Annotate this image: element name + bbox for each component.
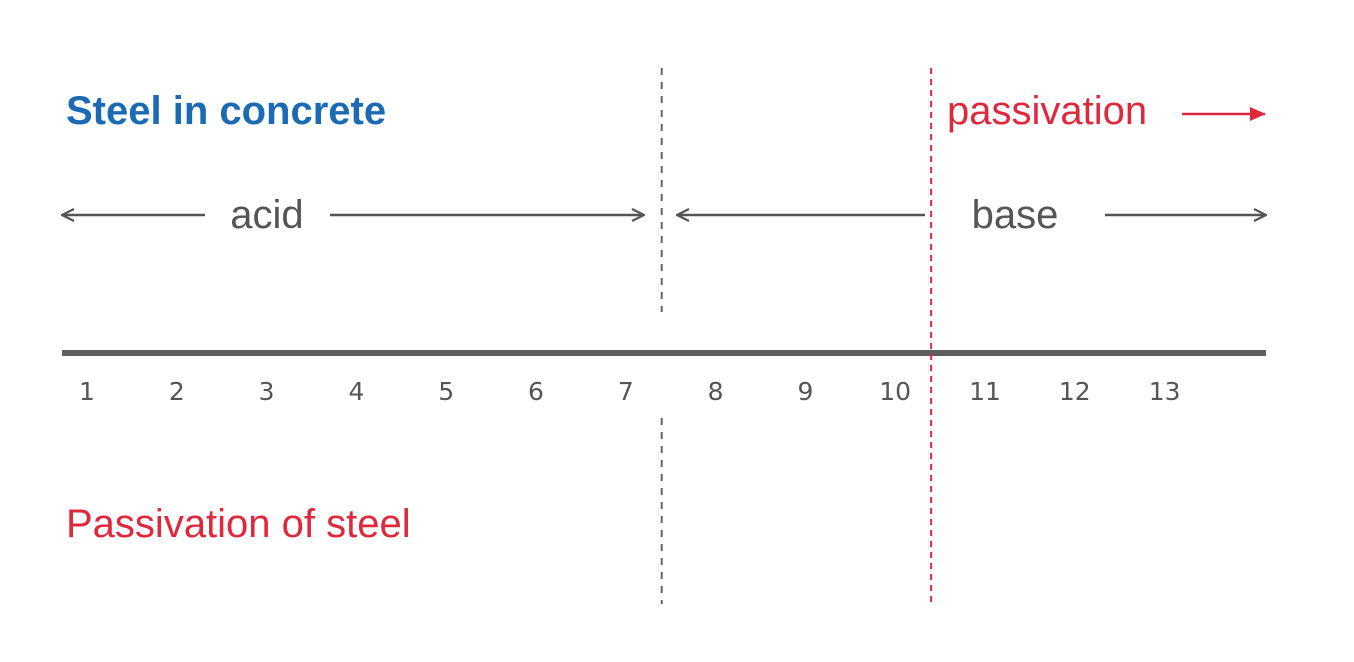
ph-tick-label: 9 xyxy=(797,377,813,406)
ph-tick-label: 13 xyxy=(1149,377,1181,406)
ph-tick-label: 2 xyxy=(169,377,185,406)
base-label: base xyxy=(972,193,1059,237)
ph-tick-label: 8 xyxy=(708,377,724,406)
acid-label: acid xyxy=(230,193,303,237)
diagram-title: Steel in concrete xyxy=(66,89,386,133)
ph-tick-label: 1 xyxy=(79,377,95,406)
ph-tick-label: 10 xyxy=(879,377,911,406)
diagram-subtitle: Passivation of steel xyxy=(66,502,411,546)
ph-tick-label: 12 xyxy=(1059,377,1091,406)
ph-tick-label: 6 xyxy=(528,377,544,406)
passivation-label: passivation xyxy=(947,89,1147,133)
ph-tick-label: 7 xyxy=(618,377,634,406)
ph-tick-label: 11 xyxy=(969,377,1001,406)
ph-tick-label: 5 xyxy=(438,377,454,406)
ph-tick-label: 4 xyxy=(348,377,364,406)
ph-tick-label: 3 xyxy=(259,377,275,406)
